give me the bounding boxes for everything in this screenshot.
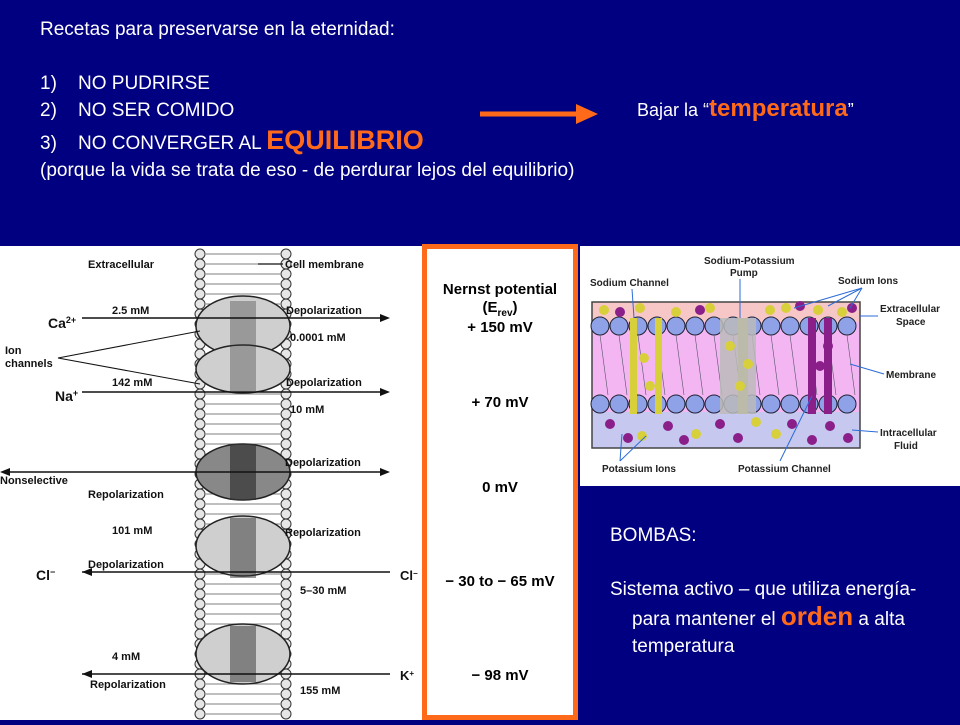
svg-text:Potassium Channel: Potassium Channel bbox=[738, 464, 831, 475]
sodium-ion-label: Na+ bbox=[55, 388, 78, 404]
svg-text:Repolarization: Repolarization bbox=[88, 489, 164, 501]
svg-text:Depolarization: Depolarization bbox=[286, 305, 362, 317]
slide-heading: Recetas para preservarse en la eternidad… bbox=[40, 19, 395, 40]
nernst-value-k: − 98 mV bbox=[471, 667, 529, 684]
svg-text:155 mM: 155 mM bbox=[300, 685, 340, 697]
bombas-description: Sistema activo – que utiliza energía- pa… bbox=[610, 579, 917, 657]
svg-text:5–30 mM: 5–30 mM bbox=[300, 585, 346, 597]
svg-text:Intracellular: Intracellular bbox=[880, 428, 937, 439]
svg-text:Nonselective: Nonselective bbox=[0, 475, 68, 487]
svg-text:4 mM: 4 mM bbox=[112, 651, 140, 663]
temperatura-emphasis: temperatura bbox=[709, 95, 848, 122]
nernst-value-na: + 70 mV bbox=[471, 394, 529, 411]
svg-text:142 mM: 142 mM bbox=[112, 377, 152, 389]
equilibrium-note: (porque la vida se trata de eso - de per… bbox=[40, 160, 575, 181]
ion-channels-diagram: Extracellular Cell membrane 2.5 mM Ca2+ … bbox=[0, 248, 418, 720]
nernst-potential-column: Nernst potential (Erev) + 150 mV + 70 mV… bbox=[422, 244, 578, 720]
list-item-1: 1)NO PUDRIRSE bbox=[40, 73, 210, 94]
svg-text:Extracellular: Extracellular bbox=[880, 304, 940, 315]
svg-text:Sodium Channel: Sodium Channel bbox=[590, 278, 669, 289]
svg-text:Pump: Pump bbox=[730, 268, 758, 279]
list-item-3: 3)NO CONVERGER AL EQUILIBRIO bbox=[40, 125, 424, 155]
arrow-right-icon bbox=[480, 104, 598, 124]
svg-text:Depolarization: Depolarization bbox=[88, 559, 164, 571]
svg-text:10 mM: 10 mM bbox=[290, 404, 324, 416]
lower-temperature-text: Bajar la “temperatura” bbox=[637, 95, 854, 122]
extracellular-label: Extracellular bbox=[88, 259, 155, 271]
svg-text:2.5 mM: 2.5 mM bbox=[112, 305, 149, 317]
svg-text:Repolarization: Repolarization bbox=[90, 679, 166, 691]
pointer-lines bbox=[619, 279, 885, 462]
recipes-block: Recetas para preservarse en la eternidad… bbox=[40, 16, 580, 184]
svg-text:Sodium-Potassium: Sodium-Potassium bbox=[704, 256, 795, 267]
svg-text:Sodium Ions: Sodium Ions bbox=[838, 276, 898, 287]
calcium-ion-label: Ca2+ bbox=[48, 315, 76, 331]
list-item-2: 2)NO SER COMIDO bbox=[40, 100, 235, 121]
svg-text:Depolarization: Depolarization bbox=[286, 377, 362, 389]
sodium-potassium-figure: Sodium Channel Sodium-Potassium Pump Sod… bbox=[580, 246, 960, 486]
svg-text:Ion: Ion bbox=[5, 345, 22, 357]
svg-text:Membrane: Membrane bbox=[886, 370, 936, 381]
nernst-value-ca: + 150 mV bbox=[467, 319, 533, 336]
orden-emphasis: orden bbox=[780, 601, 854, 631]
bombas-block: BOMBAS: Sistema activo – que utiliza ene… bbox=[610, 522, 950, 660]
ion-channels-figure: Extracellular Cell membrane 2.5 mM Ca2+ … bbox=[0, 246, 422, 720]
bombas-title: BOMBAS: bbox=[610, 525, 697, 546]
cell-membrane-label: Cell membrane bbox=[285, 259, 364, 271]
svg-text:0.0001 mM: 0.0001 mM bbox=[290, 332, 346, 344]
chloride-ion-label: Cl− bbox=[36, 567, 55, 583]
svg-text:Cl−: Cl− bbox=[400, 568, 418, 583]
svg-text:Repolarization: Repolarization bbox=[285, 527, 361, 539]
nernst-value-nonselective: 0 mV bbox=[482, 479, 518, 496]
svg-text:Depolarization: Depolarization bbox=[285, 457, 361, 469]
svg-text:Fluid: Fluid bbox=[894, 441, 918, 452]
svg-text:channels: channels bbox=[5, 358, 53, 370]
svg-text:Space: Space bbox=[896, 317, 926, 328]
equilibrio-emphasis: EQUILIBRIO bbox=[266, 125, 424, 155]
svg-text:K+: K+ bbox=[400, 668, 414, 683]
nernst-value-cl: − 30 to − 65 mV bbox=[445, 573, 555, 590]
nernst-title: Nernst potential (Erev) bbox=[442, 281, 558, 319]
svg-text:101 mM: 101 mM bbox=[112, 525, 152, 537]
svg-text:Potassium Ions: Potassium Ions bbox=[602, 464, 676, 475]
sodium-potassium-diagram: Sodium Channel Sodium-Potassium Pump Sod… bbox=[590, 256, 940, 475]
